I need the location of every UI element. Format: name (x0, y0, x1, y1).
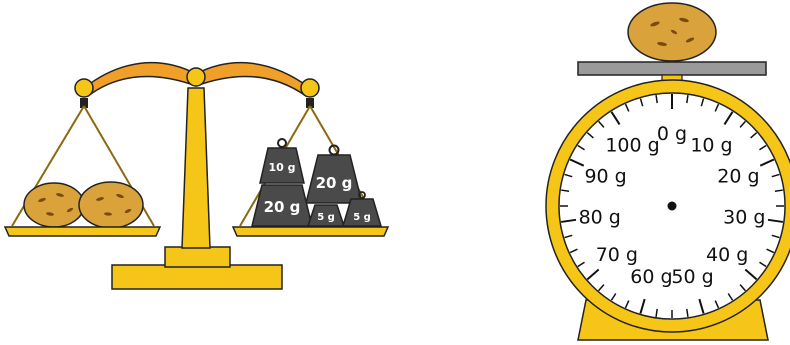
balance-pivot (187, 68, 205, 86)
left-pan (5, 227, 160, 236)
balance-base-step (165, 247, 230, 267)
weight-20g: 20 g (252, 185, 312, 226)
dial-label: 50 g (671, 266, 713, 288)
dial-label: 20 g (717, 166, 759, 188)
balance-base (112, 265, 282, 289)
dial-label: 100 g (605, 135, 659, 157)
dial-label: 80 g (579, 206, 621, 228)
weight-5g: 5 g (308, 205, 344, 226)
scale-platform (578, 62, 766, 75)
dial-label: 10 g (690, 135, 732, 157)
weight-label: 5 g (317, 212, 335, 223)
dial-label: 40 g (706, 244, 748, 266)
weight-label: 10 g (268, 161, 295, 174)
potato-icon (628, 3, 716, 61)
dial-center-dot (668, 202, 677, 211)
potato-icon (79, 182, 143, 228)
weight-label: 5 g (353, 212, 371, 223)
dial-scale: 0 g 10 g 20 g 30 g 40 g 50 g 60 g 70 g 8… (546, 3, 790, 340)
dial-label: 70 g (596, 244, 638, 266)
beam-right-end (301, 79, 319, 97)
balance-scale: 10 g 20 g 20 g 5 g 5 g (5, 63, 388, 289)
dial-label: 90 g (584, 166, 626, 188)
balance-pillar (182, 88, 210, 248)
right-pan (233, 227, 388, 236)
dial-label: 30 g (723, 206, 765, 228)
dial-label: 60 g (630, 266, 672, 288)
weight-20g: 20 g (306, 146, 362, 204)
weight-label: 20 g (316, 174, 353, 192)
dial-label: 0 g (657, 123, 687, 145)
weight-10g: 10 g (260, 139, 304, 183)
beam-left-end (75, 79, 93, 97)
potato-icon (24, 183, 84, 227)
weight-label: 20 g (264, 198, 301, 216)
